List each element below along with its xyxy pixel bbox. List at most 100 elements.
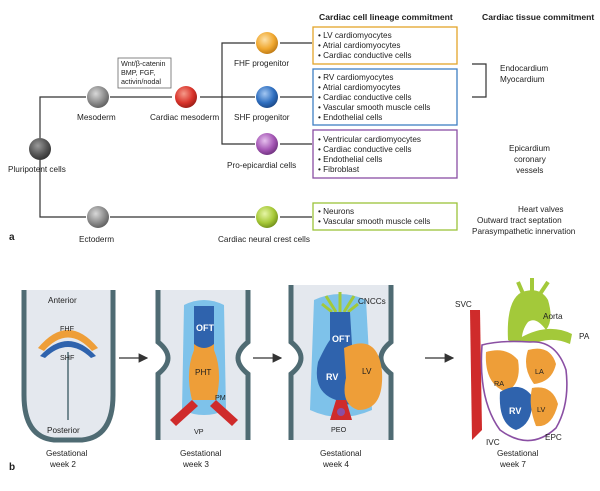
lineage-shf-2: • Atrial cardiomyocytes <box>318 83 401 92</box>
mesoderm-cell <box>87 86 109 108</box>
ectoderm-cell <box>87 206 109 228</box>
week3-oft-label: OFT <box>196 323 214 333</box>
week4-oft-label: OFT <box>332 334 350 344</box>
week3-vein-left <box>170 400 198 426</box>
tissue-parasympathetic: Parasympathetic innervation <box>472 227 576 236</box>
fhf-progenitor-cell <box>256 32 278 54</box>
week4-caption-1: Gestational <box>320 449 362 458</box>
week2-anterior: Anterior <box>48 296 77 305</box>
week4-wall-right <box>378 285 394 440</box>
week7-lv <box>530 387 558 427</box>
lineage-box-shf <box>312 68 458 126</box>
week3-oft-segment <box>194 306 214 348</box>
week3-caption-2: week 3 <box>182 460 209 469</box>
lineage-shf-5: • Endothelial cells <box>318 113 382 122</box>
week7-svc-label: SVC <box>455 300 472 309</box>
week7-caption-2: week 7 <box>499 460 526 469</box>
week7-aorta-label: Aorta <box>543 312 563 321</box>
lineage-shf-1: • RV cardiomyocytes <box>318 73 394 82</box>
week2-shf-crescent <box>40 341 96 358</box>
week3-pht-label: PHT <box>195 368 211 377</box>
panel-b: Anterior FHF SHF Posterior Gestational w… <box>9 278 590 473</box>
lineage-ncc-2: • Vascular smooth muscle cells <box>318 217 430 226</box>
week7-vena-cava <box>470 310 482 440</box>
label-shf: SHF progenitor <box>234 113 290 122</box>
stage-week-7: SVC Aorta PA RA LA RV LV IVC EPC Gestati… <box>455 278 590 469</box>
week4-rv-label: RV <box>326 372 338 382</box>
week2-caption-2: week 2 <box>49 460 76 469</box>
stage-week-4: CNCCs OFT RV LV PEO Gestational week 4 <box>288 285 394 469</box>
proepicardial-cell <box>256 133 278 155</box>
panel-b-label: b <box>9 462 15 473</box>
week7-ivc-label: IVC <box>486 438 500 447</box>
signal-box <box>117 57 172 89</box>
week7-la <box>526 348 556 384</box>
neural-crest-cell <box>256 206 278 228</box>
week7-rv-label: RV <box>509 406 521 416</box>
week3-vp-label: VP <box>194 427 204 436</box>
week3-caption-1: Gestational <box>180 449 222 458</box>
label-mesoderm: Mesoderm <box>77 113 116 122</box>
week4-lv-label: LV <box>362 367 372 376</box>
lineage-shf-4: • Vascular smooth muscle cells <box>318 103 430 112</box>
lineage-box-fhf <box>312 26 458 65</box>
lineage-fhf-3: • Cardiac conductive cells <box>318 51 411 60</box>
stage-week-2: Anterior FHF SHF Posterior Gestational w… <box>21 290 116 469</box>
lineage-proepi-3: • Endothelial cells <box>318 155 382 164</box>
week7-caption-1: Gestational <box>497 449 539 458</box>
signal-line-3: activin/nodal <box>121 77 161 86</box>
tissue-heart-valves: Heart valves <box>518 205 564 214</box>
stage-week-3: OFT PHT PM VP Gestational week 3 <box>155 290 251 469</box>
week7-epc-label: EPC <box>545 433 562 442</box>
lineage-tree-lines <box>39 42 487 218</box>
week4-peo-label: PEO <box>331 425 347 434</box>
shf-progenitor-cell <box>256 86 278 108</box>
lineage-fhf-1: • LV cardiomyocytes <box>318 31 392 40</box>
lineage-proepi-2: • Cardiac conductive cells <box>318 145 411 154</box>
label-ncc: Cardiac neural crest cells <box>218 235 310 244</box>
week4-cnccs-label: CNCCs <box>358 297 386 306</box>
lineage-ncc-1: • Neurons <box>318 207 354 216</box>
label-ectoderm: Ectoderm <box>79 235 114 244</box>
lineage-shf-3: • Cardiac conductive cells <box>318 93 411 102</box>
tissue-outflow-septation: Outward tract septation <box>477 216 562 225</box>
week7-ra-label: RA <box>494 379 504 388</box>
week3-pm-label: PM <box>215 393 226 402</box>
week2-fhf-crescent <box>38 330 98 351</box>
week7-arch-branches <box>516 278 550 297</box>
week3-vein-right <box>210 400 238 426</box>
week2-posterior: Posterior <box>47 426 80 435</box>
week7-lv-label: LV <box>537 405 545 414</box>
tissue-myocardium: Myocardium <box>500 75 545 84</box>
pluripotent-cell <box>29 138 51 160</box>
label-fhf: FHF progenitor <box>234 59 289 68</box>
week2-shf-label: SHF <box>60 353 75 362</box>
week2-caption-1: Gestational <box>46 449 88 458</box>
lineage-box-proepi <box>312 129 458 179</box>
tissue-vessels: vessels <box>516 166 543 175</box>
label-cardiac-mesoderm: Cardiac mesoderm <box>150 113 219 122</box>
label-pluripotent: Pluripotent cells <box>8 165 66 174</box>
tissue-epicardium: Epicardium <box>509 144 550 153</box>
header-tissue: Cardiac tissue commitment <box>482 12 594 22</box>
week3-wall-right <box>235 290 251 440</box>
tissue-endocardium: Endocardium <box>500 64 548 73</box>
panel-a-label: a <box>9 232 15 243</box>
week2-fhf-label: FHF <box>60 324 75 333</box>
week4-wall-left <box>288 285 304 440</box>
week4-peo <box>337 408 345 416</box>
lineage-proepi-4: • Fibroblast <box>318 165 360 174</box>
cardiac-mesoderm-cell <box>175 86 197 108</box>
header-lineage: Cardiac cell lineage commitment <box>319 12 453 22</box>
week7-la-label: LA <box>535 367 544 376</box>
label-proepi: Pro-epicardial cells <box>227 161 296 170</box>
lineage-box-ncc <box>312 202 458 231</box>
week3-wall-left <box>155 290 171 440</box>
signal-line-1: Wnt/β-catenin <box>121 59 165 68</box>
week7-rv <box>499 386 533 430</box>
week4-lv <box>344 343 383 410</box>
lineage-proepi-1: • Ventricular cardiomyocytes <box>318 135 421 144</box>
lineage-fhf-2: • Atrial cardiomyocytes <box>318 41 401 50</box>
